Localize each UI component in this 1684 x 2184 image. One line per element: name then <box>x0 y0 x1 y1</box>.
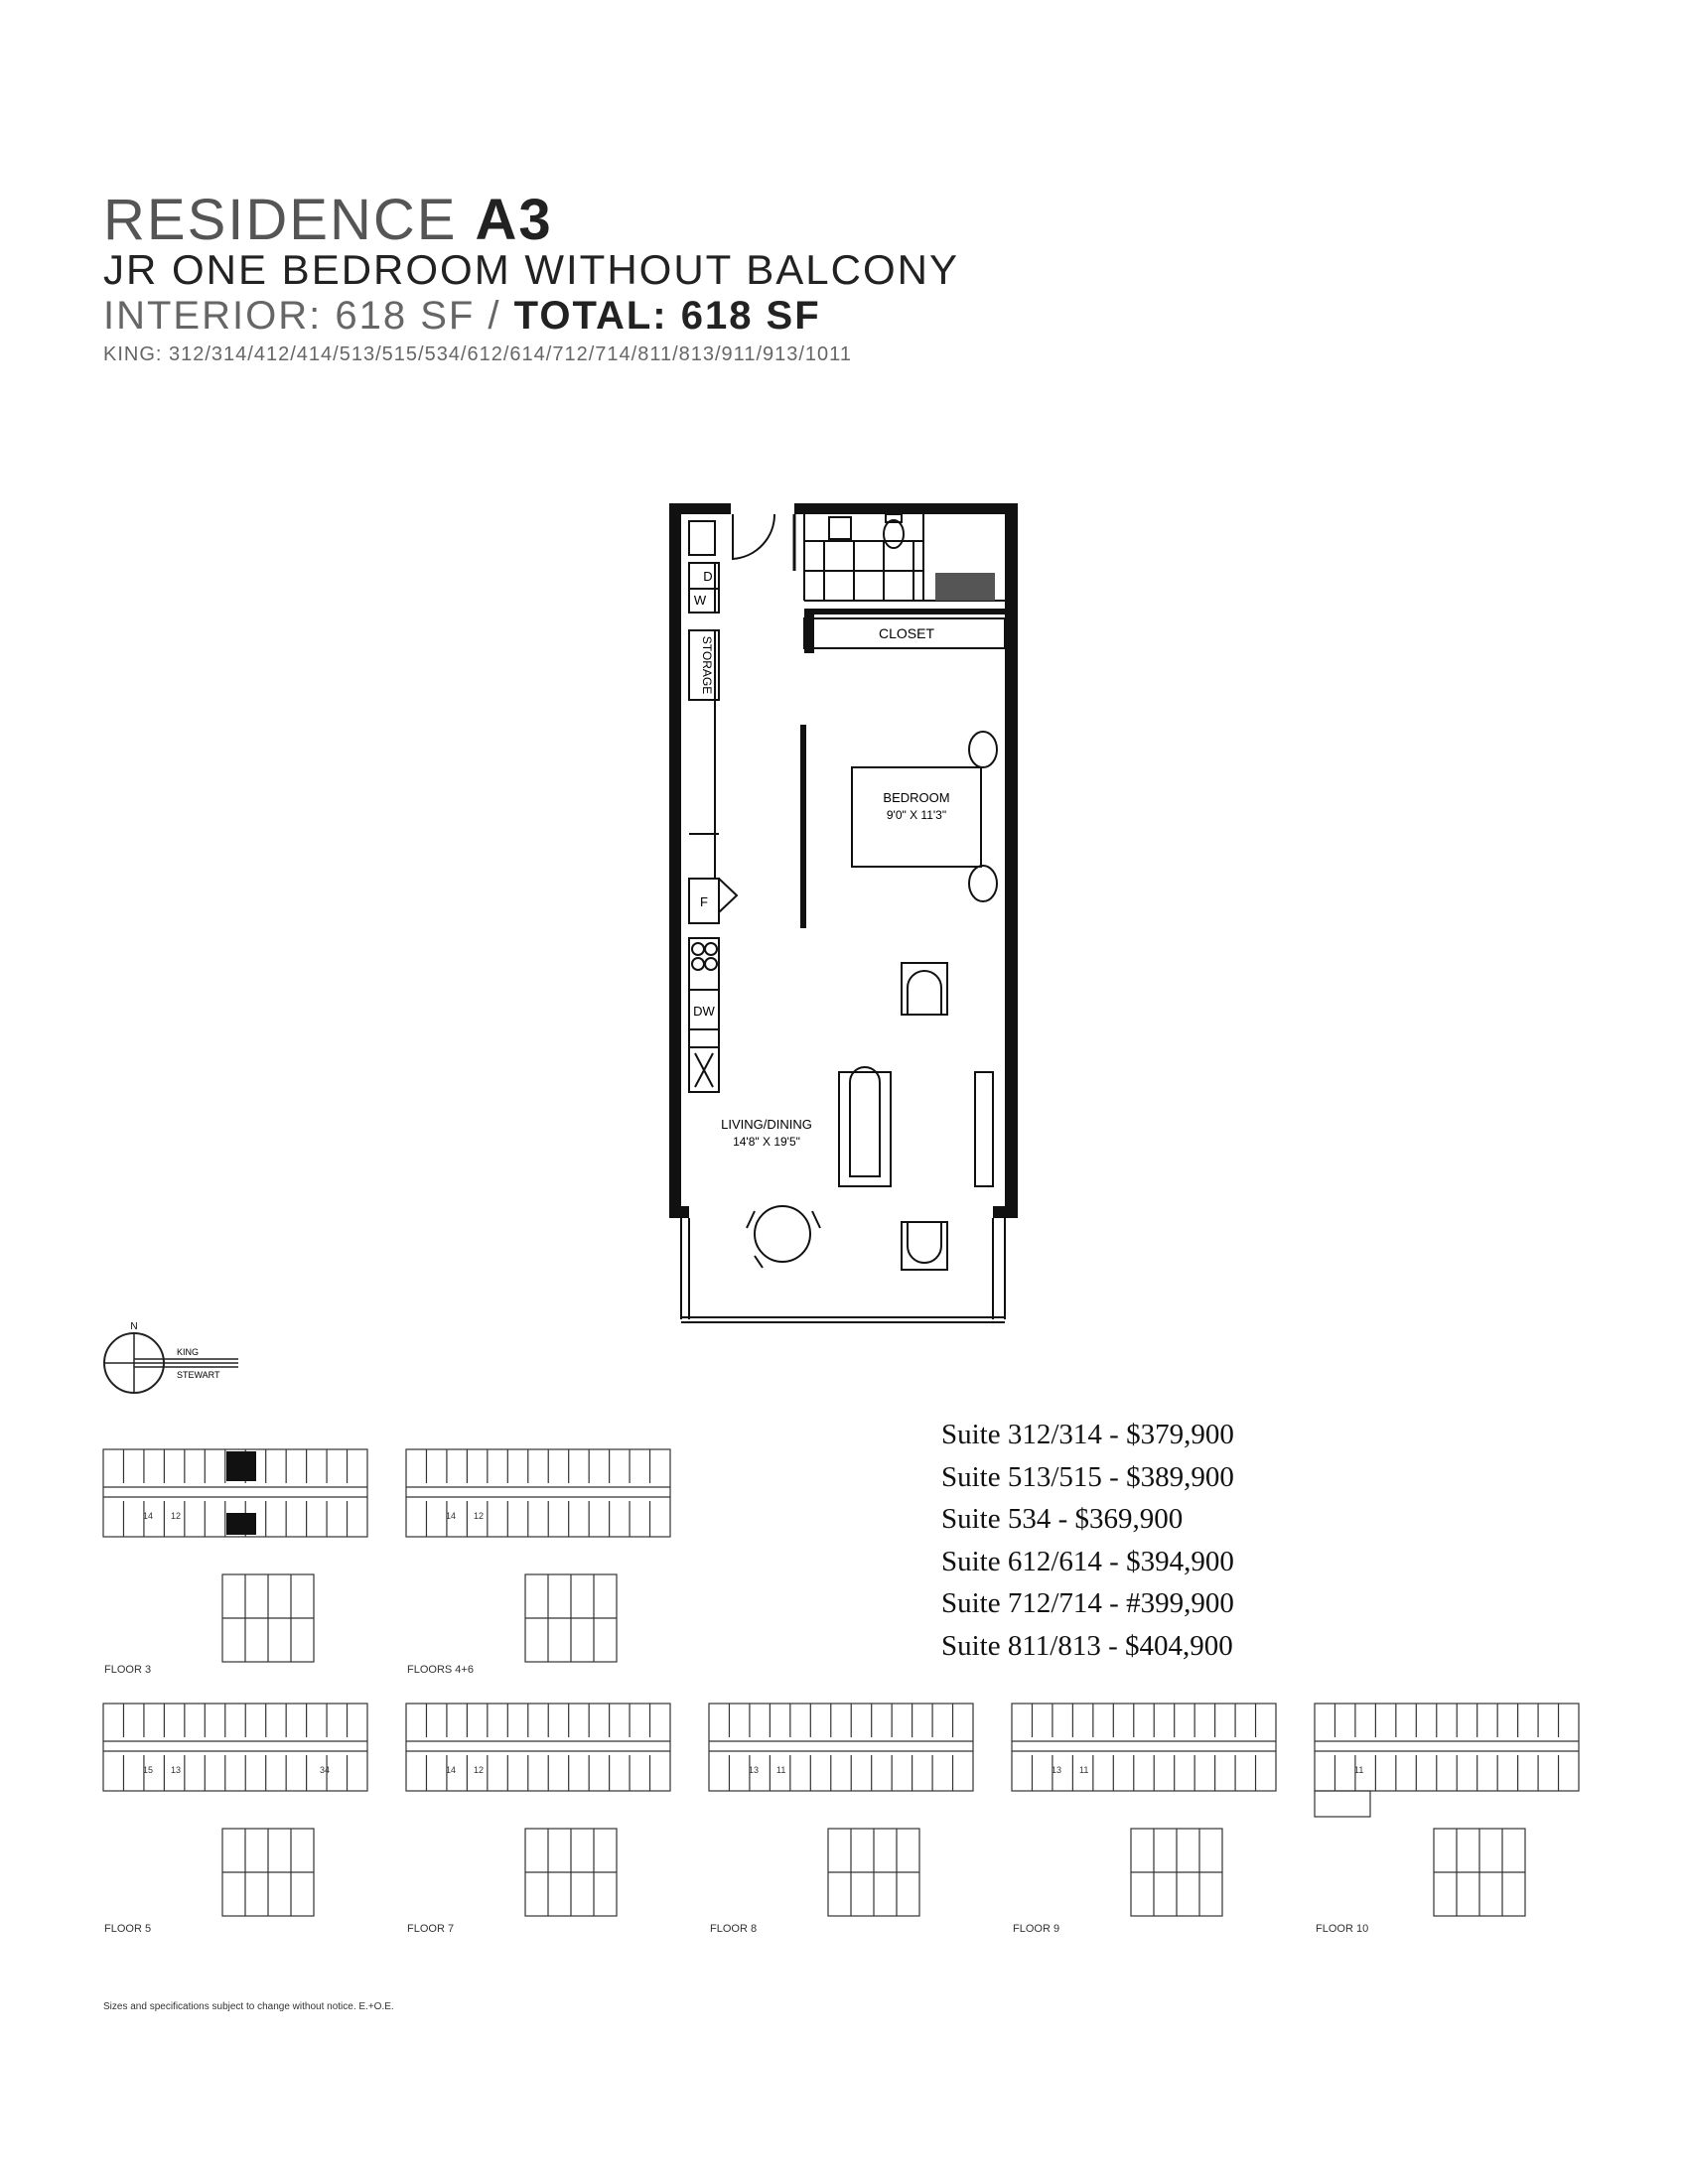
keyplan-floors46: 14 12 <box>405 1448 671 1663</box>
interior-area: INTERIOR: 618 SF / <box>103 294 501 338</box>
floor-3-label: FLOOR 3 <box>104 1664 152 1676</box>
keyplan-unit-number: 11 <box>776 1765 785 1775</box>
keyplan-floor7: 14 12 <box>405 1703 671 1917</box>
north-label: N <box>130 1321 137 1332</box>
glazing <box>680 1218 1006 1323</box>
bed <box>851 766 982 868</box>
keyplan-unit-number: 14 <box>446 1511 456 1521</box>
keyplan-unit-number: 14 <box>143 1511 153 1521</box>
kitchen-counter <box>688 520 739 1093</box>
residence-prefix: RESIDENCE <box>103 188 458 252</box>
residence-code: A3 <box>475 188 553 252</box>
keyplan-unit-number: 11 <box>1079 1765 1088 1775</box>
floor-7-label: FLOOR 7 <box>407 1923 455 1935</box>
keyplan-floor5: 15 13 34 <box>102 1703 368 1917</box>
dishwasher-label: DW <box>693 1004 715 1019</box>
washer-label: W <box>694 593 707 608</box>
street-king-label: KING <box>177 1347 199 1357</box>
keyplan-unit-number: 11 <box>1354 1765 1363 1775</box>
suites-list: KING: 312/314/412/414/513/515/534/612/61… <box>103 343 852 365</box>
keyplan-unit-number: 12 <box>474 1765 484 1775</box>
street-stewart-label: STEWART <box>177 1370 220 1380</box>
storage-label: STORAGE <box>700 636 714 694</box>
keyplan-floor10: 11 <box>1314 1703 1580 1917</box>
price-item: Suite 513/515 - $389,900 <box>941 1460 1234 1493</box>
keyplan-unit-number: 14 <box>446 1765 456 1775</box>
floors-4-6-label: FLOORS 4+6 <box>407 1664 474 1676</box>
price-item: Suite 312/314 - $379,900 <box>941 1419 1234 1450</box>
compass: N KING STEWART <box>103 1321 238 1394</box>
keyplan-floor3: 14 12 <box>102 1448 368 1663</box>
floor-8-label: FLOOR 8 <box>710 1923 758 1935</box>
keyplan-floor8: 13 11 <box>708 1703 974 1917</box>
residence-title: RESIDENCE A3 <box>103 187 553 253</box>
bedroom-label: BEDROOM <box>883 790 949 805</box>
closet-label: CLOSET <box>879 625 934 641</box>
keyplan-unit-number: 13 <box>749 1765 759 1775</box>
closet <box>803 617 1006 649</box>
area-line: INTERIOR: 618 SF / TOTAL: 618 SF <box>103 294 821 339</box>
living-label: LIVING/DINING <box>721 1117 812 1132</box>
floor-10-label: FLOOR 10 <box>1316 1923 1369 1935</box>
tub-grate <box>935 573 995 601</box>
living-furniture <box>746 962 994 1271</box>
keyplan-unit-number: 12 <box>474 1511 484 1521</box>
exterior-walls <box>669 503 1018 1218</box>
price-item: Suite 612/614 - $394,900 <box>941 1545 1234 1577</box>
highlighted-unit <box>226 1513 256 1535</box>
price-item: Suite 811/813 - $404,900 <box>941 1629 1233 1662</box>
living-dims: 14'8" X 19'5" <box>733 1135 800 1149</box>
keyplan-unit-number: 13 <box>1052 1765 1061 1775</box>
entry-door <box>732 513 776 561</box>
keyplan-floor9: 13 11 <box>1011 1703 1277 1917</box>
price-item: Suite 712/714 - #399,900 <box>941 1587 1234 1619</box>
total-area: TOTAL: 618 SF <box>513 294 821 338</box>
keyplan-unit-number: 15 <box>143 1765 153 1775</box>
highlighted-unit <box>226 1451 256 1481</box>
floor-9-label: FLOOR 9 <box>1013 1923 1060 1935</box>
fridge-label: F <box>700 894 708 909</box>
unit-type: JR ONE BEDROOM WITHOUT BALCONY <box>103 246 959 293</box>
price-list: Suite 312/314 - $379,900 Suite 513/515 -… <box>941 1414 1234 1667</box>
bedroom-partition <box>800 725 806 928</box>
keyplan-unit-number: 34 <box>320 1765 330 1775</box>
bedroom-dims: 9'0" X 11'3" <box>887 808 946 822</box>
keyplan-unit-number: 13 <box>171 1765 181 1775</box>
dryer-label: D <box>703 569 712 584</box>
price-item: Suite 534 - $369,900 <box>941 1503 1184 1535</box>
floor-plan: D W STORAGE F DW CLOSET BEDROOM 9'0" X 1… <box>669 503 1018 1323</box>
keyplan-unit-number: 12 <box>171 1511 181 1521</box>
disclaimer: Sizes and specifications subject to chan… <box>103 2001 394 2012</box>
floor-5-label: FLOOR 5 <box>104 1923 152 1935</box>
